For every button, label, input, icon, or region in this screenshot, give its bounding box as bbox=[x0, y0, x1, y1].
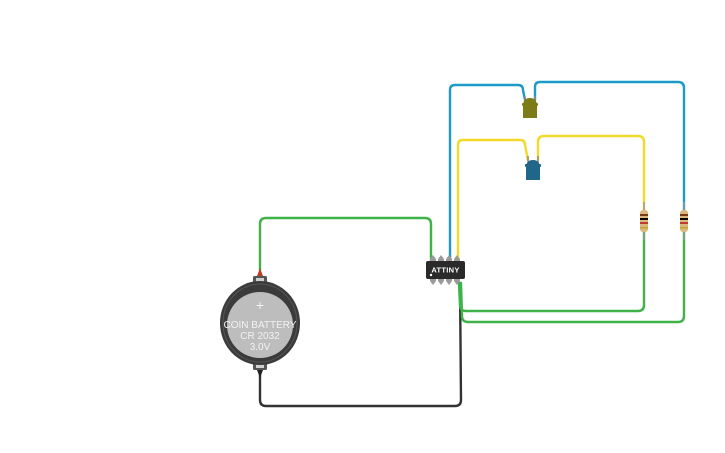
wire-green-resistor-right-return[interactable] bbox=[459, 230, 686, 324]
chip-label: ATTINY bbox=[431, 266, 459, 275]
battery-label-line1: COIN BATTERY bbox=[224, 320, 297, 331]
resistor-left-icon[interactable] bbox=[640, 202, 648, 240]
wire-battery-negative[interactable] bbox=[258, 281, 463, 408]
wire-green-resistor-left-return[interactable] bbox=[457, 230, 646, 313]
led-olive-icon[interactable] bbox=[522, 96, 538, 118]
wire-battery-positive[interactable] bbox=[258, 216, 433, 272]
wire-yellow-chip-to-led[interactable] bbox=[456, 138, 530, 264]
battery-label-line3: 3.0V bbox=[250, 342, 271, 353]
resistor-right-icon[interactable] bbox=[680, 202, 688, 240]
led-teal-icon[interactable] bbox=[525, 156, 541, 180]
wire-blue-led-to-resistor[interactable] bbox=[533, 80, 686, 212]
wire-yellow-led-to-resistor[interactable] bbox=[536, 134, 646, 212]
wire-blue-chip-to-led[interactable] bbox=[448, 83, 527, 264]
battery-plus-symbol: + bbox=[256, 297, 264, 313]
battery-label-line2: CR 2032 bbox=[240, 331, 280, 342]
coin-battery[interactable]: + COIN BATTERY CR 2032 3.0V bbox=[220, 268, 300, 378]
attiny-chip[interactable]: ATTINY bbox=[426, 255, 465, 285]
